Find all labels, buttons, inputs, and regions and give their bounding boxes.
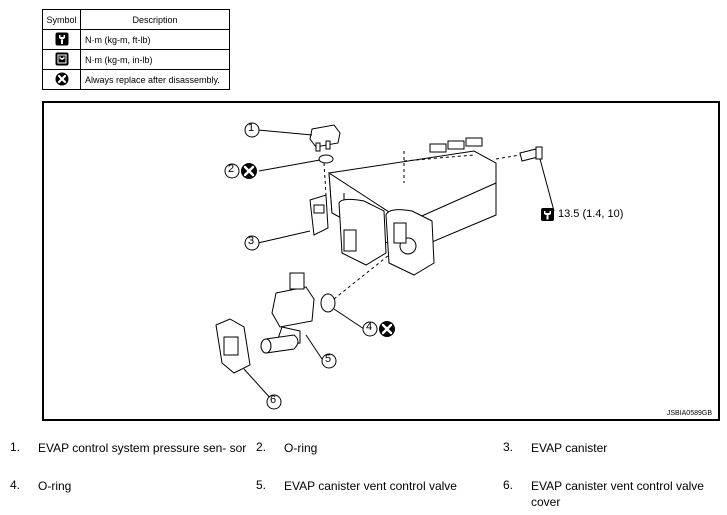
torque-wrench-icon	[541, 208, 554, 221]
part-number: 4.	[10, 478, 21, 492]
legend-header-description: Description	[80, 9, 230, 30]
part-number: 1.	[10, 440, 21, 454]
replace-x-icon	[379, 321, 395, 337]
part-name: O-ring	[38, 479, 72, 493]
torque-wrench-icon	[55, 32, 68, 45]
callout-2: 2	[228, 163, 235, 175]
legend-header-symbol: Symbol	[42, 9, 81, 30]
part-name: O-ring	[284, 441, 318, 455]
part-number: 3.	[503, 440, 514, 454]
replace-x-icon	[241, 163, 257, 179]
reference-code: JSBIA0589GB	[666, 410, 712, 417]
callout-4: 4	[366, 321, 373, 333]
legend-description: N·m (kg-m, ft-lb)	[80, 29, 230, 50]
legend-row: N·m (kg-m, in-lb)	[42, 49, 230, 70]
legend-row: Always replace after disassembly.	[42, 69, 230, 90]
evap-canister-drawing	[215, 122, 555, 410]
callout-5: 5	[325, 353, 332, 365]
part-name: EVAP canister	[531, 441, 608, 455]
part-number: 2.	[256, 440, 267, 454]
part-name: EVAP canister vent control valve cover	[531, 479, 704, 509]
part-name: EVAP control system pressure sen- sor	[38, 441, 247, 455]
torque-wrench-inlb-icon	[55, 52, 68, 65]
legend-header-row: Symbol Description	[42, 9, 230, 30]
legend-row: N·m (kg-m, ft-lb)	[42, 29, 230, 50]
symbol-legend-table: Symbol Description N·m (kg-m, ft-lb) N·m…	[42, 9, 230, 90]
part-number: 6.	[503, 478, 514, 492]
torque-spec-label: 13.5 (1.4, 10)	[558, 208, 624, 220]
part-name: EVAP canister vent control valve	[284, 479, 457, 493]
part-number: 5.	[256, 478, 267, 492]
callout-1: 1	[248, 122, 255, 134]
legend-description: N·m (kg-m, in-lb)	[80, 49, 230, 70]
callout-6: 6	[270, 394, 277, 406]
callout-3: 3	[248, 235, 255, 247]
replace-x-icon	[55, 72, 68, 85]
legend-description: Always replace after disassembly.	[80, 69, 230, 90]
exploded-parts-diagram: 1 2 3 4 5 6 13.5 (1.4, 10) JSBIA0589GB	[42, 101, 720, 421]
